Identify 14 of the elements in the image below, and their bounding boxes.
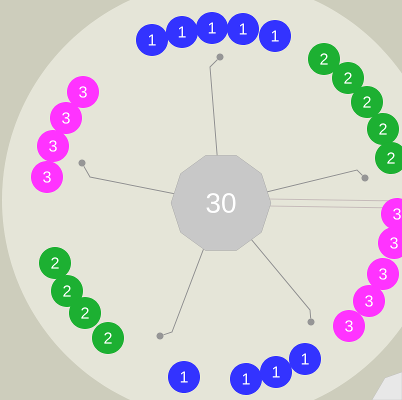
spider-line [267,169,363,192]
node-label: 3 [393,208,401,220]
spider-line [251,239,312,319]
spider-line [83,166,174,194]
endpoint-dot [216,54,224,60]
spider-line [163,248,204,336]
endpoint-dot [78,160,86,166]
endpoint-dot [156,332,164,340]
node-label: 2 [387,152,395,164]
node-label: 3 [390,237,398,249]
spider-line [209,59,218,156]
node-label: 2 [379,123,387,135]
endpoint-dot [308,318,314,326]
endpoint-dot [362,174,368,182]
